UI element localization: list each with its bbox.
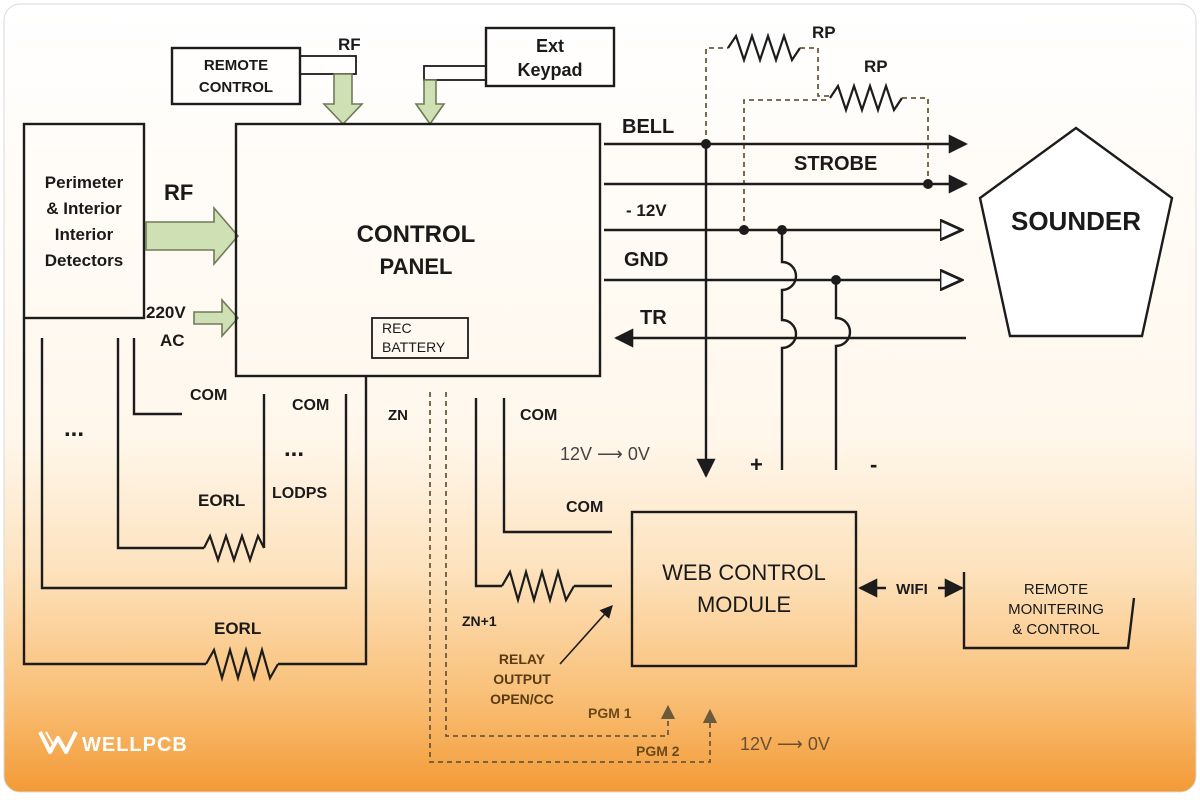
eorl2-wire-right — [278, 376, 368, 666]
control-panel-label-2: PANEL — [380, 254, 453, 279]
ac-arrow — [193, 297, 240, 339]
remote-monitoring-frame — [962, 572, 1136, 650]
remote-control-box — [170, 46, 302, 106]
zn1-label: ZN+1 — [462, 613, 497, 629]
eorl-label-1: EORL — [198, 491, 245, 510]
rp2-resistor — [829, 82, 903, 114]
com-label-2: COM — [292, 397, 329, 414]
rf-top-label: RF — [338, 35, 361, 54]
minus-12v-label: - 12V — [626, 201, 667, 220]
remote-mon-label-2: MONITERING — [1008, 601, 1104, 618]
lodps-label: LODPS — [272, 485, 327, 502]
rp2-lead-right — [902, 97, 929, 184]
remote-rf-connector — [299, 55, 357, 75]
junction-strobe — [923, 179, 933, 189]
plus-label: + — [750, 452, 763, 477]
rec-battery-label-1: REC — [382, 320, 412, 336]
rec-battery-label-2: BATTERY — [382, 339, 446, 355]
pgm2-label: PGM 2 — [636, 743, 680, 759]
detectors-label-2: & Interior — [46, 199, 122, 218]
pgm2-wire — [429, 392, 718, 763]
com-label-3: COM — [520, 407, 557, 424]
junction-12v-a — [739, 225, 749, 235]
background-card — [3, 3, 1197, 793]
outer-loop-wire — [40, 338, 348, 590]
eorl2-wire-left — [22, 318, 206, 666]
pgm1-wire — [445, 392, 676, 737]
eorl-label-2: EORL — [214, 619, 261, 638]
voltage-label-2: 12V ⟶ 0V — [740, 734, 830, 754]
ellipsis-mid: ... — [284, 435, 304, 462]
rp1-lead-right — [800, 47, 830, 97]
ac-label-2: AC — [160, 331, 185, 350]
sounder-shape — [978, 126, 1174, 338]
com-wire-module — [502, 398, 612, 534]
ext-keypad-label-2: Keypad — [517, 60, 582, 80]
control-panel-box — [234, 122, 602, 378]
web-module-label-2: MODULE — [697, 592, 791, 617]
pgm1-label: PGM 1 — [588, 705, 632, 721]
ac-label-1: 220V — [146, 303, 186, 322]
zn1-wire — [474, 398, 502, 588]
keypad-connector — [423, 65, 487, 81]
plus-drop-line — [780, 230, 798, 470]
brand-wordmark: WELLPCB — [82, 734, 188, 756]
rp2-lead-left — [743, 99, 830, 230]
control-panel-label-1: CONTROL — [357, 221, 476, 248]
detectors-label-4: Detectors — [45, 251, 123, 270]
wellpcb-logo-icon — [38, 731, 78, 754]
rp-label-1: RP — [812, 23, 836, 42]
rf-left-label: RF — [164, 180, 193, 205]
ext-keypad-label-1: Ext — [536, 36, 564, 56]
wifi-label: WIFI — [896, 581, 928, 598]
remote-mon-label-3: & CONTROL — [1012, 621, 1100, 638]
eorl1-wire-left — [116, 338, 204, 550]
relay-pointer — [559, 605, 613, 665]
minus-label: - — [870, 452, 877, 477]
remote-control-label-1: REMOTE — [204, 57, 268, 74]
remote-mon-label-1: REMOTE — [1024, 581, 1088, 598]
ext-keypad-box — [484, 26, 616, 88]
web-module-label-1: WEB CONTROL — [662, 560, 826, 585]
web-control-module-box — [630, 510, 858, 668]
rp1-resistor — [727, 32, 801, 64]
detectors-label-1: Perimeter — [45, 173, 124, 192]
remote-control-label-2: CONTROL — [199, 79, 273, 96]
ellipsis-left: ... — [64, 415, 84, 442]
rf-remote-arrow — [322, 73, 364, 126]
eorl2-resistor — [205, 645, 279, 683]
sounder-label: SOUNDER — [1011, 206, 1141, 236]
rf-detectors-arrow — [145, 205, 240, 267]
rp1-lead-left — [705, 47, 728, 144]
com-label-1: COM — [190, 387, 227, 404]
bell-label: BELL — [622, 116, 674, 138]
relay-label-3: OPEN/CC — [490, 691, 554, 707]
com-wire-1 — [132, 338, 182, 416]
minus-drop-line — [834, 280, 852, 470]
relay-label-1: RELAY — [499, 651, 546, 667]
relay-label-2: OUTPUT — [493, 671, 551, 687]
keypad-arrow — [414, 79, 446, 126]
relay-resistor — [501, 567, 575, 605]
tr-label: TR — [640, 307, 667, 329]
eorl1-resistor — [203, 532, 265, 564]
detectors-label-3: Interior — [55, 225, 114, 244]
rec-battery-box — [371, 317, 469, 359]
strobe-label: STROBE — [794, 153, 877, 175]
voltage-label-1: 12V ⟶ 0V — [560, 444, 650, 464]
zn-label: ZN — [388, 407, 408, 424]
com-label-4: COM — [566, 499, 603, 516]
rp-label-2: RP — [864, 57, 888, 76]
detectors-box — [22, 122, 146, 320]
gnd-label: GND — [624, 249, 668, 271]
